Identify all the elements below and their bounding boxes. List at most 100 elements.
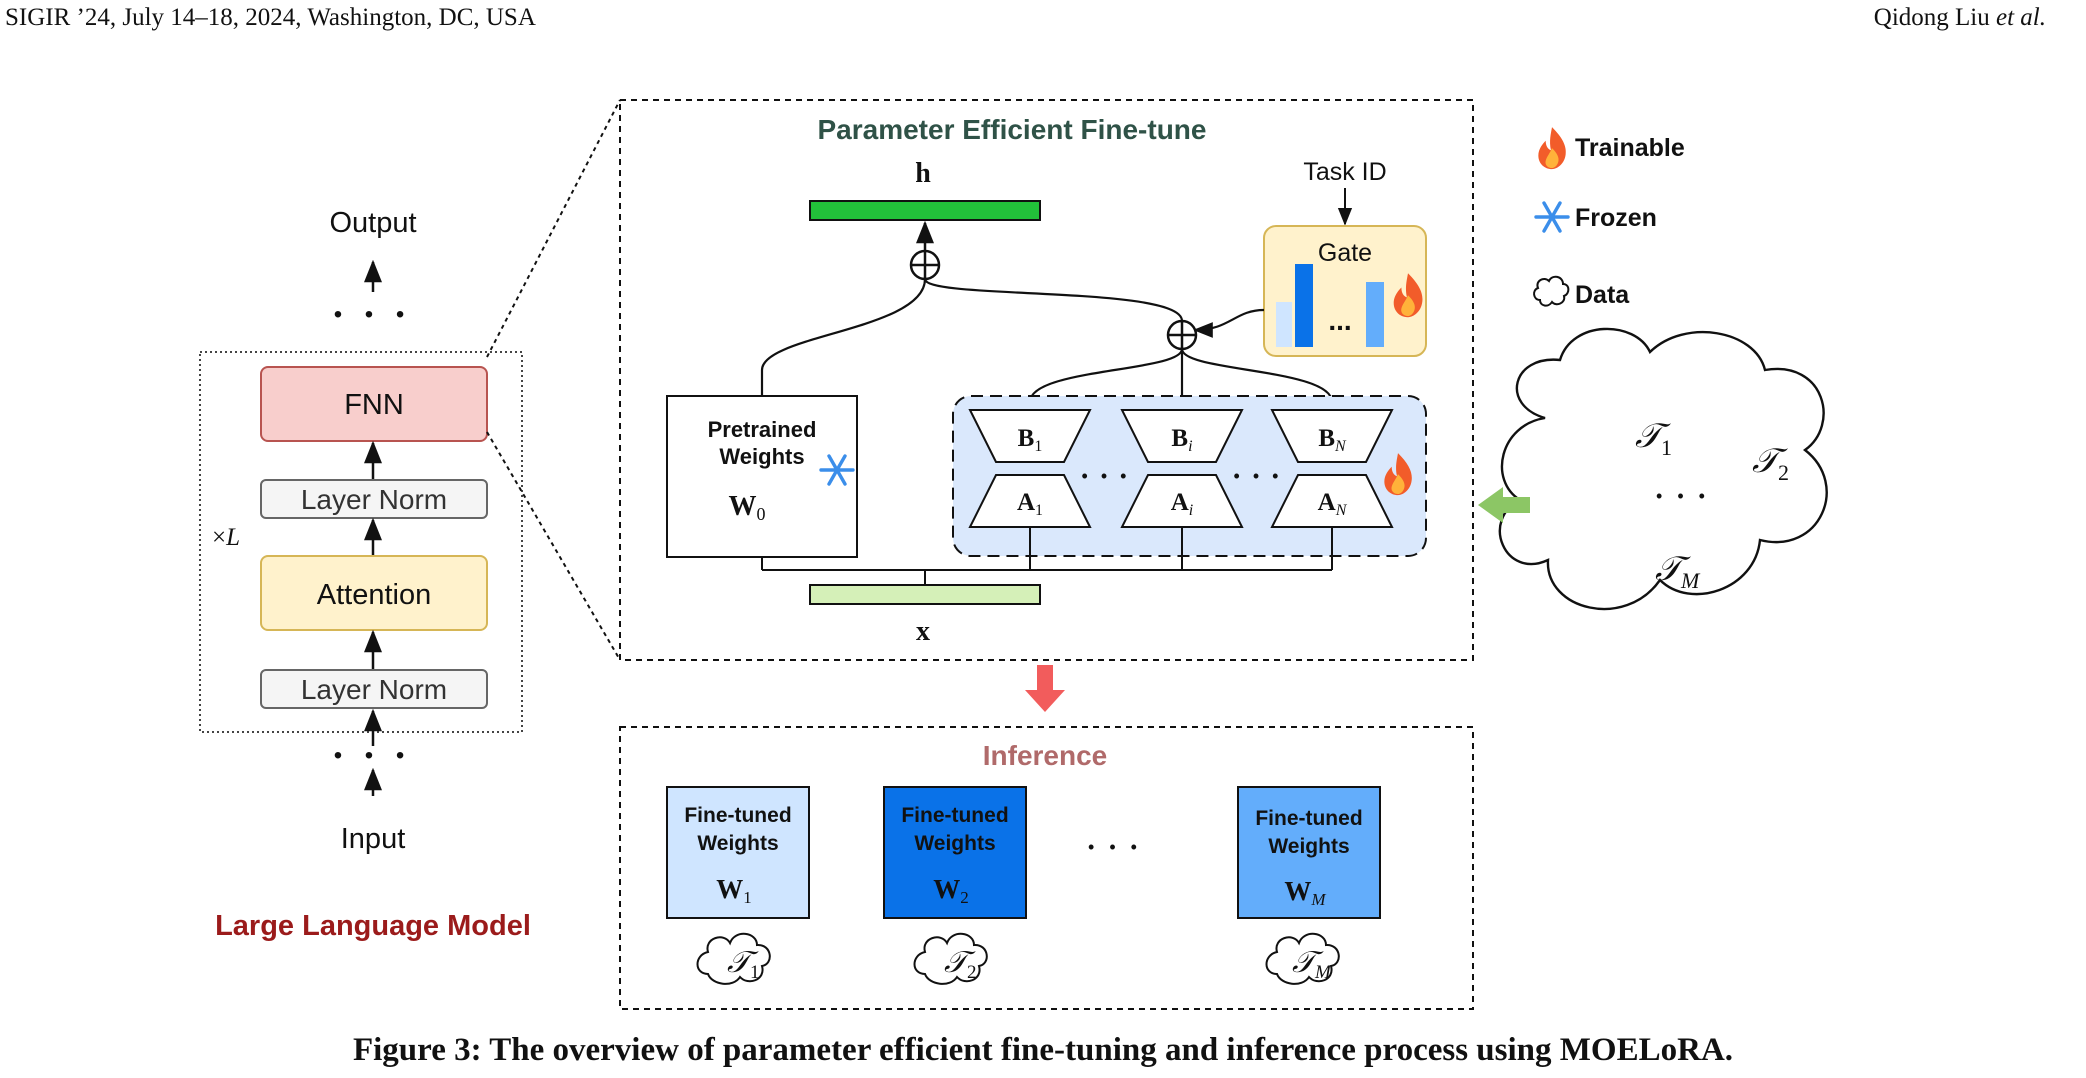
expert-n-b-label: BN	[1318, 425, 1347, 455]
repeat-layers-label: ×L	[212, 524, 240, 551]
w0-symbol: W0	[729, 491, 766, 524]
w0-main: W	[729, 491, 757, 522]
expert-1-b-label: B1	[1018, 425, 1043, 455]
pretrained-weights-box	[666, 395, 858, 558]
legend-data-label: Data	[1575, 281, 1630, 309]
llm-output-ellipsis: • • •	[334, 301, 413, 328]
task-id-label: Task ID	[1303, 158, 1386, 186]
pretrained-label-line2: Weights	[719, 444, 804, 469]
transformer-block-frame	[199, 351, 523, 733]
model-2-task-cloud	[913, 932, 988, 985]
inference-model-m-box	[1237, 786, 1381, 919]
gate-ellipsis: ...	[1328, 305, 1351, 336]
attention-label: Attention	[317, 579, 431, 611]
expert-i-b-trapezoid	[1120, 409, 1244, 463]
x-label: x	[916, 616, 930, 647]
legend-frozen-label: Frozen	[1575, 204, 1657, 232]
repeat-times-symbol: ×	[212, 524, 226, 551]
inference-panel-frame	[619, 726, 1474, 1010]
expert-1-a-main: A	[1017, 489, 1035, 516]
model-m-w-sub: M	[1310, 890, 1326, 909]
experts-ellipsis-right: • • •	[1234, 466, 1283, 486]
inference-ellipsis: • • •	[1088, 837, 1142, 857]
legend-snowflake-icon	[1534, 201, 1570, 233]
model-m-task-cloud	[1265, 932, 1340, 985]
inference-model-1-box	[666, 786, 810, 919]
expert-i-b-sub: i	[1188, 438, 1192, 455]
gate-bar-2	[1295, 264, 1313, 347]
inference-title: Inference	[983, 740, 1108, 771]
cloud-task-2-sub: 2	[1778, 460, 1789, 485]
running-header-author: Qidong Liu et al.	[1874, 4, 2046, 32]
curve-pretrained-to-sum	[760, 278, 927, 396]
curve-experts-to-sum	[923, 278, 1184, 322]
figure-caption: Figure 3: The overview of parameter effi…	[352, 1032, 1734, 1068]
cloud-task-1: 𝒯1	[1635, 418, 1672, 460]
expert-n-b-main: B	[1318, 425, 1335, 452]
gate-fire-icon	[1393, 273, 1423, 318]
author-name: Qidong Liu	[1873, 4, 1996, 31]
gate-bar-3	[1366, 282, 1384, 347]
peft-panel-frame	[619, 99, 1474, 661]
zoom-line-top	[486, 99, 621, 358]
model-2-line2: Weights	[914, 832, 995, 855]
experts-ellipsis-left: • • •	[1082, 466, 1131, 486]
arrow-gate-to-sum	[1193, 308, 1265, 338]
model-1-line1: Fine-tuned	[684, 804, 791, 827]
h-label: h	[915, 158, 931, 189]
legend-fire-icon	[1538, 127, 1566, 170]
repeat-var: L	[225, 524, 240, 551]
expert-1-b-trapezoid	[968, 409, 1092, 463]
zoom-line-bottom	[486, 431, 621, 661]
model-1-task-cloud	[696, 932, 771, 985]
model-m-task-sub: M	[1314, 962, 1332, 983]
layer-norm-top-label: Layer Norm	[301, 484, 447, 515]
expert-n-a-trapezoid	[1270, 474, 1394, 528]
expert-1-a-label: A1	[1017, 489, 1043, 519]
cloud-task-m-sub: M	[1680, 568, 1701, 593]
expert-n-a-label: AN	[1318, 489, 1348, 519]
model-m-line2: Weights	[1268, 835, 1349, 858]
expert-i-b-label: Bi	[1171, 425, 1192, 455]
line-bn-to-sum	[1180, 348, 1334, 410]
pretrained-label-line1: Pretrained	[708, 417, 817, 442]
green-data-arrow	[1478, 487, 1530, 523]
x-input-bar	[809, 584, 1041, 605]
inference-model-2-box	[883, 786, 1027, 919]
model-2-w: W2	[933, 874, 969, 907]
h-output-bar	[809, 200, 1041, 221]
w0-sub: 0	[757, 504, 766, 524]
legend-trainable-label: Trainable	[1575, 134, 1685, 162]
model-1-w-sub: 1	[743, 888, 752, 907]
layer-norm-bottom-label: Layer Norm	[301, 674, 447, 705]
model-1-w-main: W	[716, 874, 743, 904]
model-m-w-main: W	[1284, 876, 1311, 906]
model-2-task-sub: 2	[967, 962, 977, 983]
llm-title: Large Language Model	[215, 910, 531, 942]
llm-input-label: Input	[341, 823, 406, 855]
expert-n-a-sub: N	[1335, 502, 1348, 519]
fnn-label: FNN	[344, 389, 404, 421]
model-2-line1: Fine-tuned	[901, 804, 1008, 827]
model-1-w: W1	[716, 874, 752, 907]
expert-1-b-sub: 1	[1034, 438, 1042, 455]
expert-n-b-sub: N	[1334, 438, 1347, 455]
model-1-task-sub: 1	[750, 962, 760, 983]
data-cloud	[1498, 327, 1828, 611]
expert-i-a-trapezoid	[1120, 474, 1244, 528]
llm-input-ellipsis: • • •	[334, 742, 413, 769]
llm-output-label: Output	[329, 207, 416, 239]
gate-label: Gate	[1318, 239, 1372, 267]
experts-fire-icon	[1384, 453, 1412, 496]
cloud-task-1-sub: 1	[1661, 435, 1672, 460]
model-m-line1: Fine-tuned	[1255, 807, 1362, 830]
layer-norm-bottom	[260, 669, 488, 709]
gate-bar-1	[1276, 302, 1292, 347]
author-etal: et al.	[1996, 4, 2046, 31]
legend-cloud-icon	[1533, 275, 1570, 307]
peft-title: Parameter Efficient Fine-tune	[818, 114, 1207, 145]
running-header-venue: SIGIR ’24, July 14–18, 2024, Washington,…	[5, 4, 536, 31]
expert-i-a-label: Ai	[1171, 489, 1194, 519]
